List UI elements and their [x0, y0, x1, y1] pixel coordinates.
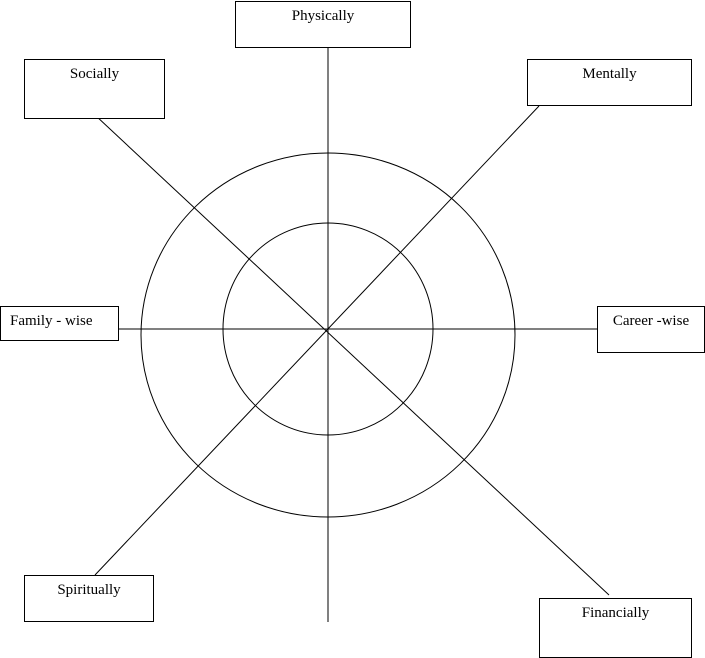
label-box-physically: Physically	[235, 1, 411, 48]
label-career: Career -wise	[612, 313, 690, 329]
label-socially: Socially	[69, 66, 120, 82]
label-spiritually: Spiritually	[57, 582, 121, 598]
label-box-socially: Socially	[24, 59, 165, 119]
label-box-spiritually: Spiritually	[24, 575, 154, 622]
label-financially: Financially	[581, 605, 650, 621]
label-box-mentally: Mentally	[527, 59, 692, 106]
label-box-financially: Financially	[539, 598, 692, 658]
spoke-mentally-spiritually	[94, 105, 540, 576]
label-box-career: Career -wise	[597, 306, 705, 353]
label-physically: Physically	[291, 8, 355, 24]
spoke-socially-financially	[94, 114, 610, 596]
label-family: Family - wise	[10, 313, 93, 329]
label-mentally: Mentally	[582, 66, 637, 82]
label-box-family: Family - wise	[0, 306, 119, 341]
